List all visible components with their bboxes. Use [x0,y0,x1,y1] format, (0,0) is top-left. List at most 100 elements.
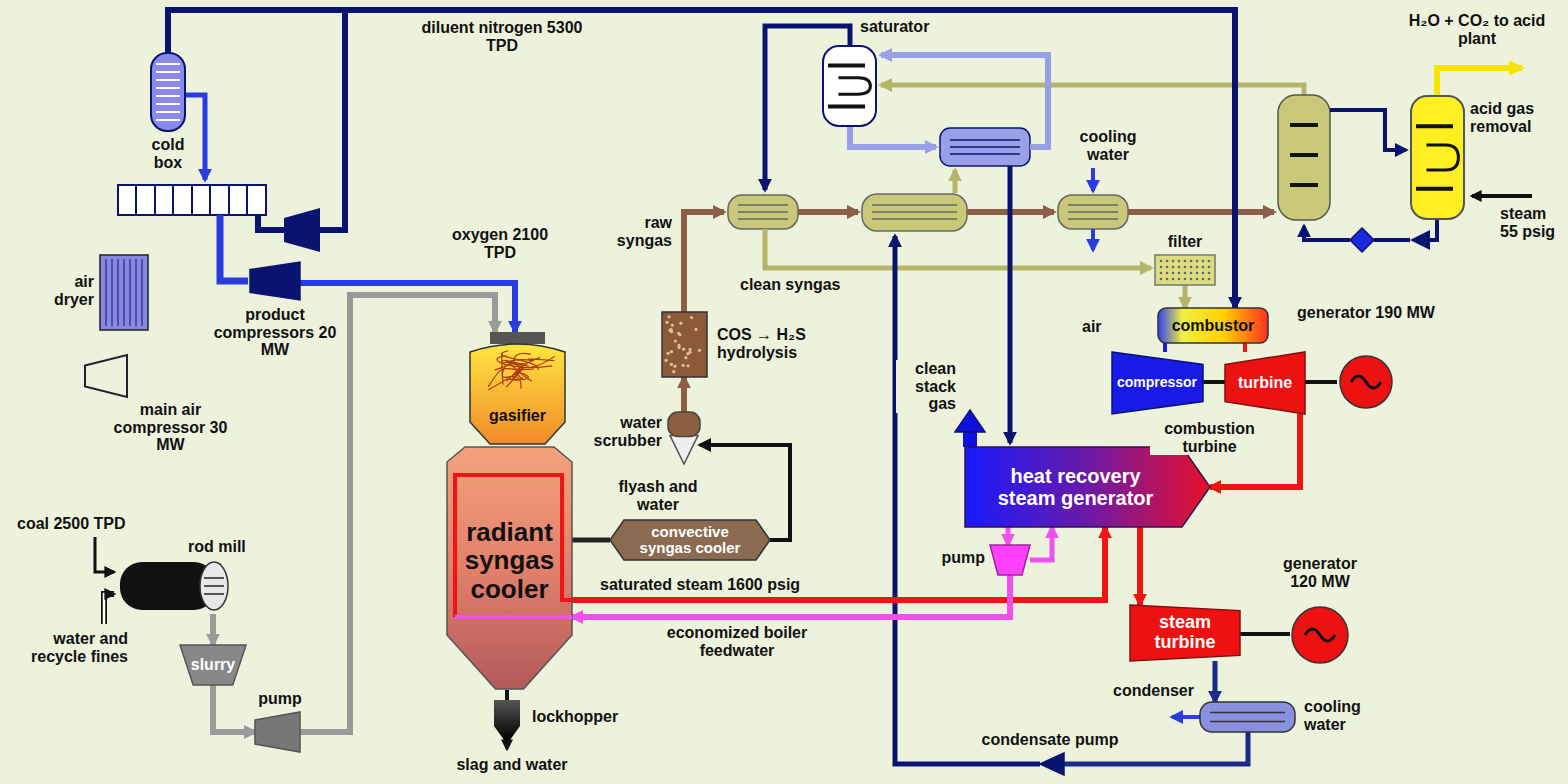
radiant-cooler: radiant syngas cooler [447,447,572,690]
convective-cooler: convective syngas cooler [610,520,770,560]
filter-shape [1160,260,1163,263]
filter-shape [1155,255,1215,285]
nitrogen-compressor [284,208,320,252]
node-label: condenser [1102,682,1194,700]
air-compressor-shape [85,355,127,397]
stream-label: slag and water [440,756,584,774]
edge-label: economized boiler feedwater [650,624,824,659]
product-compressor-shape [250,262,300,300]
air-separation-lines [186,10,345,281]
stream-label: water and recycle fines [8,630,130,665]
filter-shape [1202,272,1205,275]
hydrolysis-bed: COS → H₂S hydrolysis [662,312,707,377]
filter-shape [1190,278,1193,281]
condenser-shape [1210,713,1285,722]
gasifier: gasifier [465,332,570,444]
filter-shape [1208,278,1211,281]
rod-mill-shape [120,558,230,614]
condenser-shape [1200,702,1295,732]
node-label: cold box [138,136,198,171]
filter-shape [1202,278,1205,281]
radiant-cooler-shape [447,447,572,689]
gasifier-shape [502,360,527,385]
generator: generator 190 MW [1337,354,1395,410]
hydrolysis-bed-shape [670,350,673,353]
filter-shape [1208,260,1211,263]
convective-cooler-shape [610,520,770,560]
syngas-line [681,377,687,412]
filter-shape [1166,272,1169,275]
node-label: heat recovery steam generator [981,465,1171,509]
cold-box-shape [156,87,180,89]
cold-box-shape [156,63,180,65]
hydrolysis-bed-shape [687,364,690,367]
hydrolysis-bed-shape [665,321,668,324]
gasifier-shape [502,353,534,362]
syngas-lines [1008,166,1013,443]
filter-shape [1160,278,1163,281]
cold-box-exchanger [118,185,266,215]
filter-shape [1196,266,1199,269]
filter-shape [1172,266,1175,269]
generator-shape [1305,629,1335,641]
syngas-exchangers [738,205,788,219]
syngas-exchangers [1058,195,1128,229]
acid-plant-arrow [1437,68,1522,95]
syngas-lines [1091,229,1095,250]
syngas-lines [953,170,958,193]
stream-label: combustion turbine [1150,420,1269,455]
hydrolysis-bed-shape [688,348,691,351]
lockhopper: lockhopper [494,700,520,740]
hydrolysis-bed-shape [686,352,689,355]
shaft [1305,380,1337,384]
air-compressor-shape [85,355,127,397]
syngas-line [572,538,610,543]
condensate-pump: condensate pump [1040,753,1064,775]
gasifier-shape [497,356,552,367]
rod-mill-shape [200,562,228,610]
filter-shape [1178,272,1181,275]
hydrolysis-bed-shape [673,365,676,368]
condensate-pump-shape [1040,753,1064,775]
filter-shape [1196,278,1199,281]
absorber-vessel [1278,95,1330,220]
syngas-exchangers [950,140,1020,154]
hydrolysis-bed-shape [662,312,707,377]
saturator-shape [823,46,876,126]
cold-box-shape [156,111,180,113]
hydrolysis-bed-shape [674,340,677,343]
lockhopper-shape [494,700,520,740]
hydrolysis-bed-shape [664,359,667,362]
cold-box: cold box [150,52,186,132]
gasifier-shape [502,366,521,389]
filter-shape [1178,278,1181,281]
stream-label: H₂O + CO₂ to acid plant [1400,12,1554,47]
feedwater-line [1006,527,1011,545]
node-label: gasifier [489,407,546,425]
filter: filter [1155,255,1215,285]
saturator: saturator [822,45,877,127]
air-dryer-shape [135,259,137,326]
air-dryer-shape [100,255,148,330]
absorber-vessel [1278,95,1330,220]
hydrolysis-bed-shape [677,346,680,349]
saturator-shape [839,78,871,94]
air-separation-lines [320,10,345,230]
filter-shape [1208,272,1211,275]
node-label: generator 190 MW [1296,304,1436,322]
hydrolysis-bed-shape [679,322,682,325]
filter-shape [1190,272,1193,275]
cold-box-shape [156,119,180,121]
hydrolysis-bed-shape [698,349,701,352]
feedwater-pump-shape [990,545,1030,575]
hydrolysis-bed-shape [682,348,685,351]
stream-label: coal 2500 TPD [15,515,169,533]
rod-mill-shape [204,578,224,594]
fuel-line [1183,285,1188,308]
acid-gas-loop [1304,226,1350,240]
hydrolysis-bed-shape [677,332,680,335]
syngas-exchangers [1068,205,1118,219]
condenser: condenser [1200,702,1295,732]
acid-gas-removal-shape [1427,145,1459,170]
slurry-pump-shape [255,712,300,752]
